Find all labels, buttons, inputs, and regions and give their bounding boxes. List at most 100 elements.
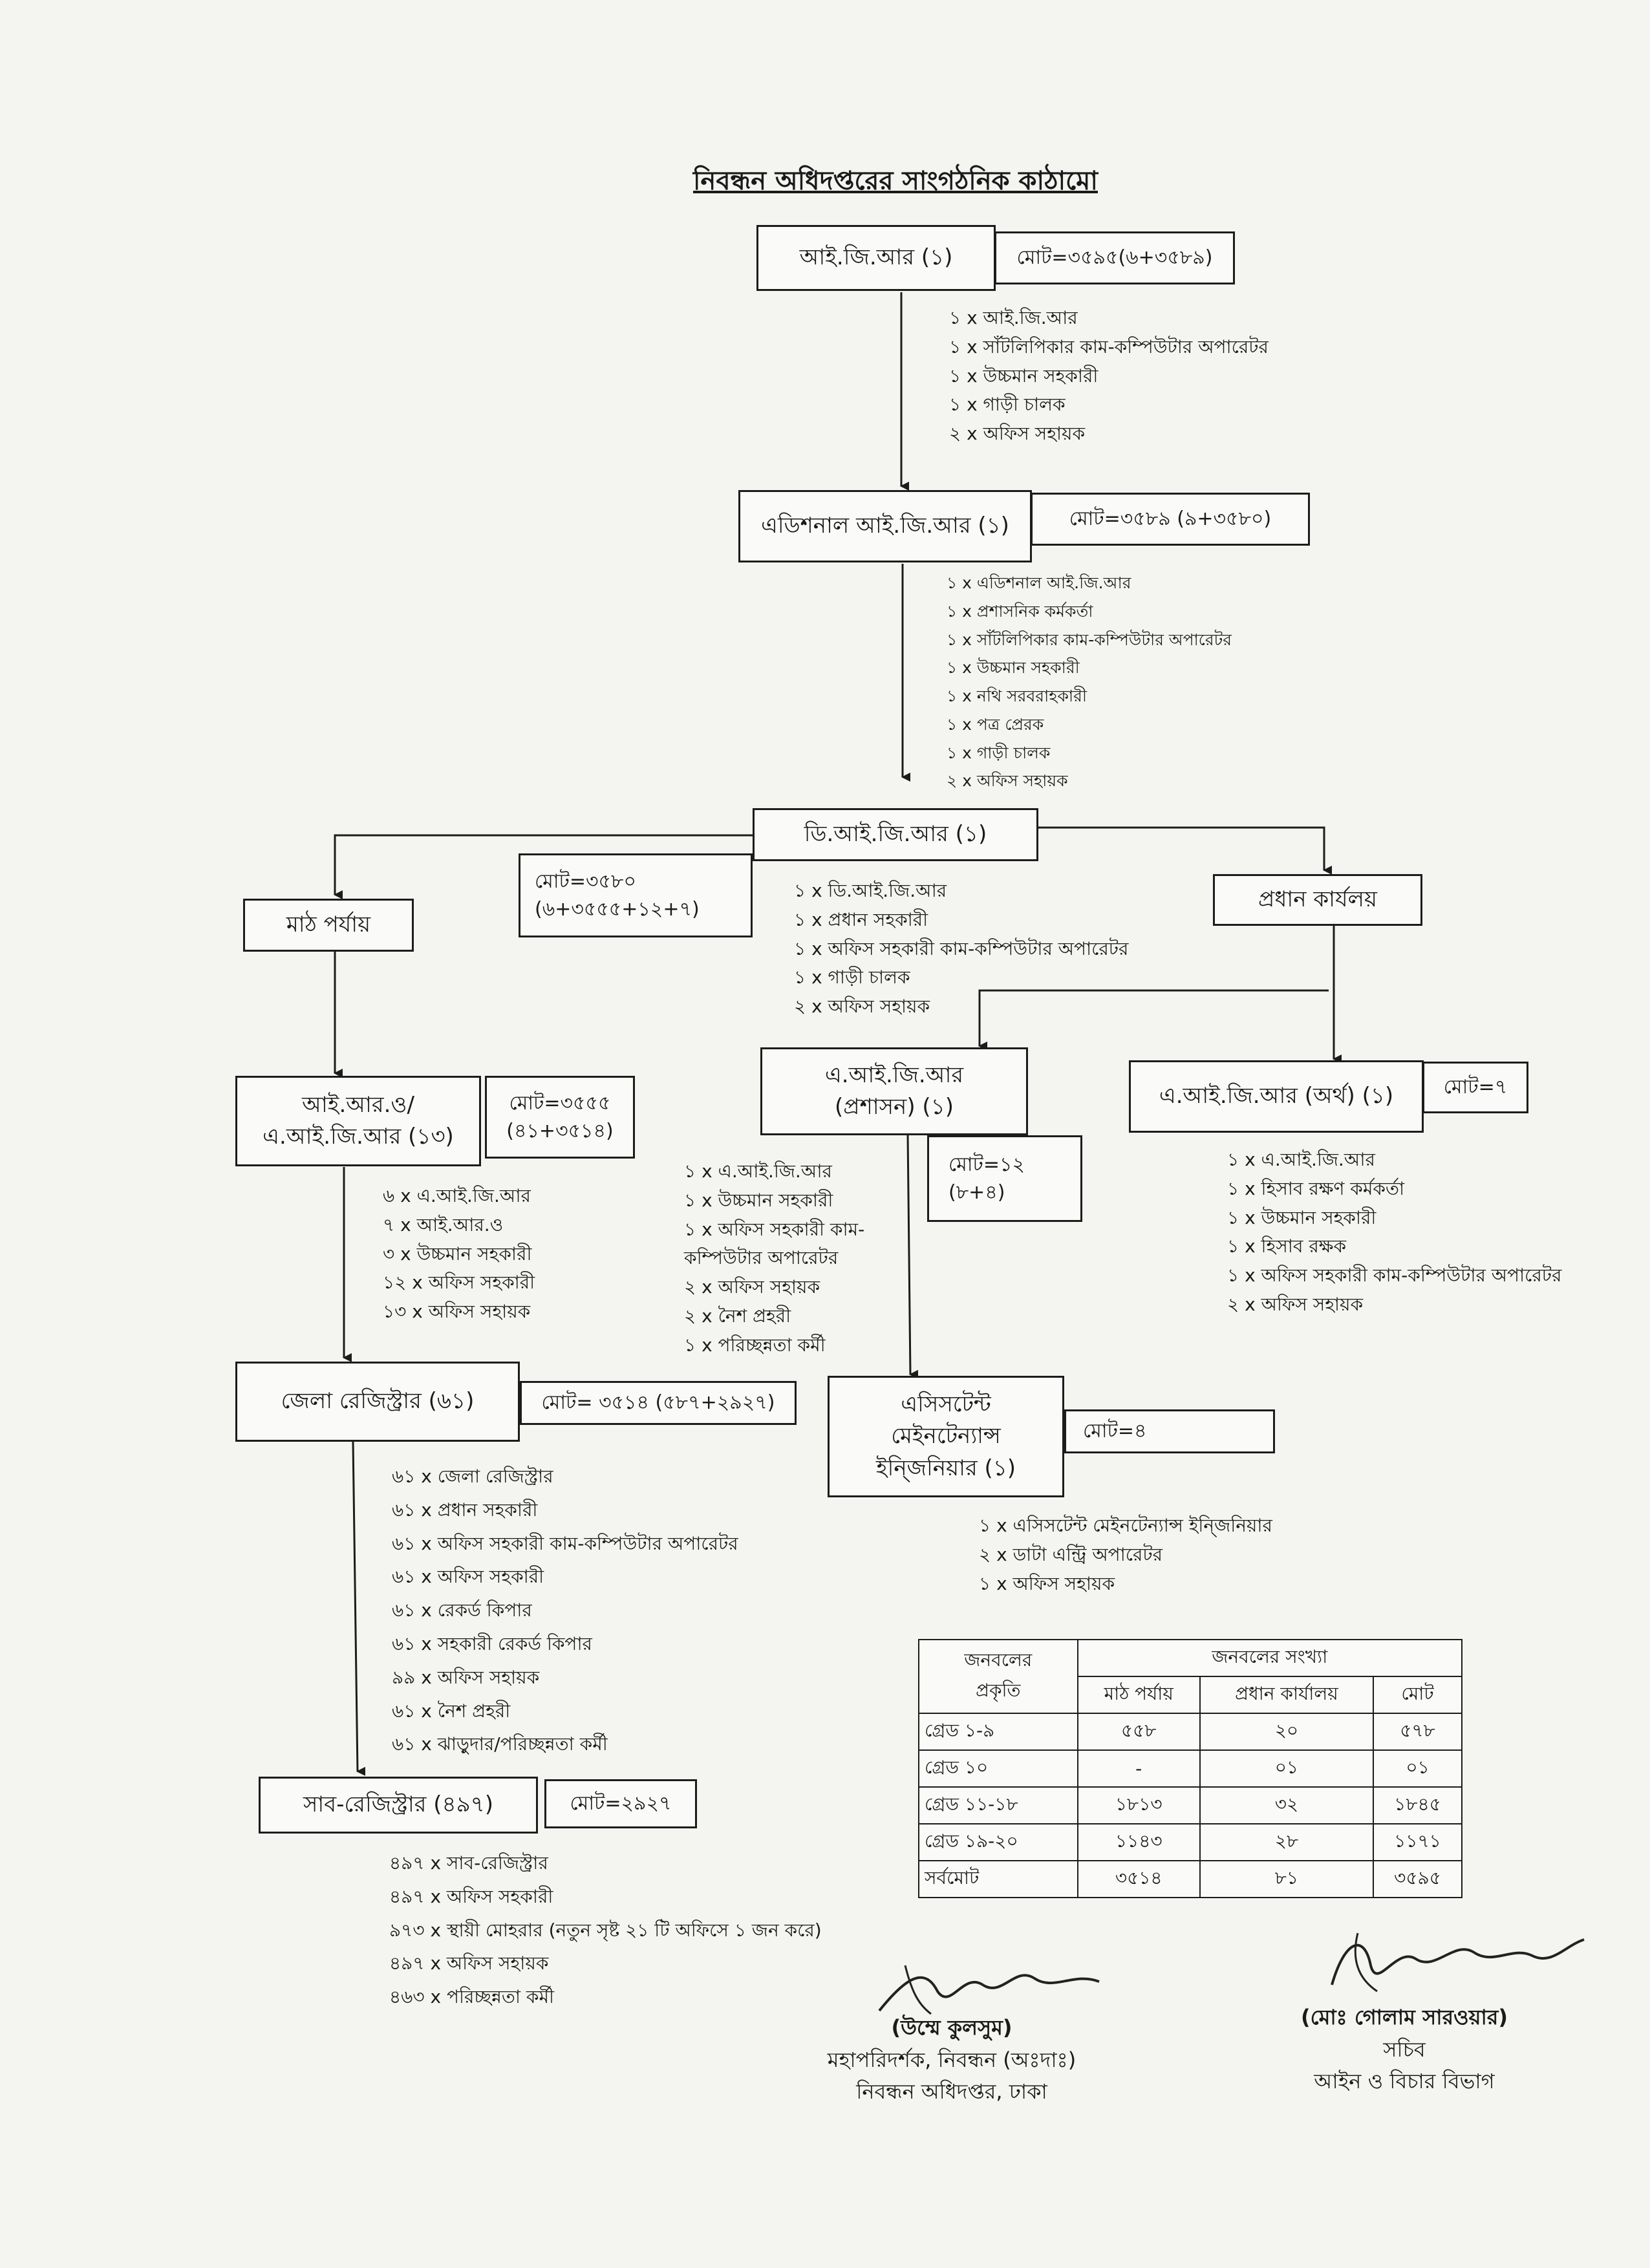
table-row: গ্রেড ১১-১৮ ১৮১৩ ৩২ ১৮৪৫ xyxy=(918,1786,1462,1824)
table-cell: ০১ xyxy=(1373,1749,1462,1788)
header-head-office: প্রধান কার্যালয় xyxy=(1199,1676,1375,1714)
list-item: ১ x প্রধান সহকারী xyxy=(794,908,928,930)
table-cell: ৮১ xyxy=(1199,1860,1375,1898)
table-cell: ৩৫১৪ xyxy=(1077,1860,1201,1898)
list-item: ১ x উচ্চমান সহকারী xyxy=(949,365,1098,387)
head-office-box: প্রধান কার্যলয় xyxy=(1213,874,1422,926)
additional-igr-label: এডিশনাল আই.জি.আর (১) xyxy=(761,513,1009,539)
table-cell: ৫৫৮ xyxy=(1077,1713,1201,1751)
aigr-admin-staff-list: ১ x এ.আই.জি.আর ১ x উচ্চমান সহকারী ১ x অফ… xyxy=(684,1157,864,1360)
additional-igr-box: এডিশনাল আই.জি.আর (১) xyxy=(738,490,1032,562)
line-district-to-sub xyxy=(352,1441,366,1776)
list-item: ১ x এ.আই.জি.আর xyxy=(684,1161,832,1182)
aigr-admin-total-line2: (৮+৪) xyxy=(948,1181,1005,1204)
table-cell: ১১৪৩ xyxy=(1077,1823,1201,1861)
igr-staff-list: ১ x আই.জি.আর ১ x সাঁটলিপিকার কাম-কম্পিউট… xyxy=(949,304,1269,449)
table-row: গ্রেড ১-৯ ৫৫৮ ২০ ৫৭৮ xyxy=(918,1713,1462,1751)
list-item: ৬১ x রেকর্ড কিপার xyxy=(392,1599,532,1621)
ame-total: মোট=৪ xyxy=(1083,1420,1147,1443)
digr-staff-list: ১ x ডি.আই.জি.আর ১ x প্রধান সহকারী ১ x অফ… xyxy=(794,877,1128,1022)
signature-left-mark xyxy=(878,1965,1100,2015)
list-item: ১ x উচ্চমান সহকারী xyxy=(1227,1206,1377,1228)
list-item: ৭ x আই.আর.ও xyxy=(383,1214,504,1236)
additional-igr-total: মোট=৩৫৮৯ (৯+৩৫৮০) xyxy=(1069,508,1272,531)
header-total: মোট xyxy=(1373,1676,1462,1714)
header-field: মাঠ পর্যায় xyxy=(1077,1676,1201,1714)
ame-total-box: মোট=৪ xyxy=(1064,1409,1275,1453)
table-cell: ৩২ xyxy=(1199,1786,1375,1824)
line-head-to-admin xyxy=(978,989,1329,1051)
list-item: ৬১ x জেলা রেজিস্ট্রার xyxy=(392,1466,553,1487)
list-item: ১ x উচ্চমান সহকারী xyxy=(684,1189,833,1211)
district-registrar-staff-list: ৬১ x জেলা রেজিস্ট্রার ৬১ x প্রধান সহকারী… xyxy=(392,1460,738,1761)
sub-registrar-total-box: মোট=২৯২৭ xyxy=(544,1779,697,1828)
ame-box: এসিসটেন্ট মেইনটেন্যান্স ইন্জিনিয়ার (১) xyxy=(828,1376,1064,1497)
list-item: ১৩ x অফিস সহায়ক xyxy=(383,1301,531,1323)
ame-staff-list: ১ x এসিসটেন্ট মেইনটেন্যান্স ইন্জিনিয়ার … xyxy=(979,1512,1272,1598)
table-cell: ৩৫৯৫ xyxy=(1373,1860,1462,1898)
district-registrar-label: জেলা রেজিস্ট্রার (৬১) xyxy=(281,1388,475,1415)
list-item: ১ x অফিস সহকারী কাম-কম্পিউটার অপারেটর xyxy=(794,937,1129,959)
iro-total-box: মোট=৩৫৫৫ (৪১+৩৫১৪) xyxy=(485,1076,635,1159)
igr-total-box: মোট=৩৫৯৫(৬+৩৫৮৯) xyxy=(994,231,1235,284)
header-nature: জনবলের প্রকৃতি xyxy=(918,1639,1078,1714)
list-item: ২ x অফিস সহায়ক xyxy=(947,771,1068,791)
iro-label-line2: এ.আই.জি.আর (১৩) xyxy=(262,1124,454,1150)
district-registrar-box: জেলা রেজিস্ট্রার (৬১) xyxy=(235,1362,520,1442)
signature-left: (উম্মে কুলসুম) মহাপরিদর্শক, নিবন্ধন (অঃদ… xyxy=(809,2012,1094,2108)
table-cell: - xyxy=(1077,1749,1201,1788)
list-item: ৪৯৭ x অফিস সহায়ক xyxy=(389,1952,549,1974)
field-level-box: মাঠ পর্যায় xyxy=(243,899,414,952)
sub-registrar-staff-list: ৪৯৭ x সাব-রেজিস্ট্রার ৪৯৭ x অফিস সহকারী … xyxy=(389,1846,822,2014)
list-item: ১ x উচ্চমান সহকারী xyxy=(947,658,1080,678)
manpower-summary-table: জনবলের প্রকৃতি জনবলের সংখ্যা মাঠ পর্যায়… xyxy=(918,1639,1463,1898)
line-digr-to-field xyxy=(334,834,753,899)
list-item: ৬ x এ.আই.জি.আর xyxy=(383,1185,531,1206)
signature-right: (মোঃ গোলাম সারওয়ার) সচিব আইন ও বিচার বি… xyxy=(1262,2002,1547,2098)
list-item: ৬১ x ঝাড়ুদার/পরিচ্ছন্নতা কর্মী xyxy=(392,1733,608,1755)
list-item: ১ x অফিস সহায়ক xyxy=(979,1572,1115,1594)
list-item: ২ x ডাটা এন্ট্রি অপারেটর xyxy=(979,1543,1162,1565)
list-item: ১ x অফিস সহকারী কাম- xyxy=(684,1218,865,1240)
table-cell: গ্রেড ১-৯ xyxy=(918,1713,1078,1751)
list-item: ১ x এডিশনাল আই.জি.আর xyxy=(947,573,1131,592)
digr-label: ডি.আই.জি.আর (১) xyxy=(804,821,987,848)
aigr-finance-total-box: মোট=৭ xyxy=(1422,1062,1528,1113)
table-cell: ১৮৪৫ xyxy=(1373,1786,1462,1824)
digr-total-line1: মোট=৩৫৮০ xyxy=(535,870,636,893)
list-item: ১ x ডি.আই.জি.আর xyxy=(794,880,947,901)
digr-total-box: মোট=৩৫৮০ (৬+৩৫৫৫+১২+৭) xyxy=(519,853,753,937)
table-cell: গ্রেড ১১-১৮ xyxy=(918,1786,1078,1824)
list-item: ২ x অফিস সহায়ক xyxy=(1227,1293,1364,1315)
list-item: ৯৭৩ x স্থায়ী মোহরার (নতুন সৃষ্ট ২১ টি অ… xyxy=(389,1919,822,1941)
igr-total: মোট=৩৫৯৫(৬+৩৫৮৯) xyxy=(1016,246,1213,270)
list-item: ১ x এসিসটেন্ট মেইনটেন্যান্স ইন্জিনিয়ার xyxy=(979,1515,1272,1536)
list-item: ৩ x উচ্চমান সহকারী xyxy=(383,1243,532,1265)
list-item: ২ x অফিস সহায়ক xyxy=(794,996,930,1018)
list-item: ১ x সাঁটলিপিকার কাম-কম্পিউটার অপারেটর xyxy=(949,336,1269,358)
ame-label-line3: ইন্জিনিয়ার (১) xyxy=(875,1455,1016,1481)
line-admin-to-ame xyxy=(906,1134,919,1379)
list-item: ১ x পত্র প্রেরক xyxy=(947,714,1044,734)
table-row: সর্বমোট ৩৫১৪ ৮১ ৩৫৯৫ xyxy=(918,1860,1462,1898)
district-registrar-total: মোট= ৩৫১৪ (৫৮৭+২৯২৭) xyxy=(541,1391,775,1415)
signatory-left-office: নিবন্ধন অধিদপ্তর, ঢাকা xyxy=(856,2079,1047,2104)
district-registrar-total-box: মোট= ৩৫১৪ (৫৮৭+২৯২৭) xyxy=(520,1381,797,1425)
header-nature-line2: প্রকৃতি xyxy=(976,1680,1021,1701)
signatory-right-office: আইন ও বিচার বিভাগ xyxy=(1314,2069,1495,2094)
igr-box: আই.জি.আর (১) xyxy=(756,225,996,291)
list-item: ৬১ x প্রধান সহকারী xyxy=(392,1499,538,1521)
list-item: ৬১ x অফিস সহকারী কাম-কম্পিউটার অপারেটর xyxy=(392,1532,738,1554)
table-cell: ২৮ xyxy=(1199,1823,1375,1861)
list-item: ৬১ x অফিস সহকারী xyxy=(392,1566,544,1588)
iro-total-line1: মোট=৩৫৫৫ xyxy=(509,1091,611,1115)
list-item: ২ x নৈশ প্রহরী xyxy=(684,1305,791,1327)
sub-registrar-total: মোট=২৯২৭ xyxy=(570,1792,672,1815)
header-count: জনবলের সংখ্যা xyxy=(1077,1639,1463,1677)
iro-staff-list: ৬ x এ.আই.জি.আর ৭ x আই.আর.ও ৩ x উচ্চমান স… xyxy=(383,1182,535,1327)
header-nature-line1: জনবলের xyxy=(964,1649,1033,1671)
aigr-admin-box: এ.আই.জি.আর (প্রশাসন) (১) xyxy=(760,1047,1028,1135)
igr-label: আই.জি.আর (১) xyxy=(799,244,953,271)
list-item: ৪৯৭ x অফিস সহকারী xyxy=(389,1885,553,1907)
